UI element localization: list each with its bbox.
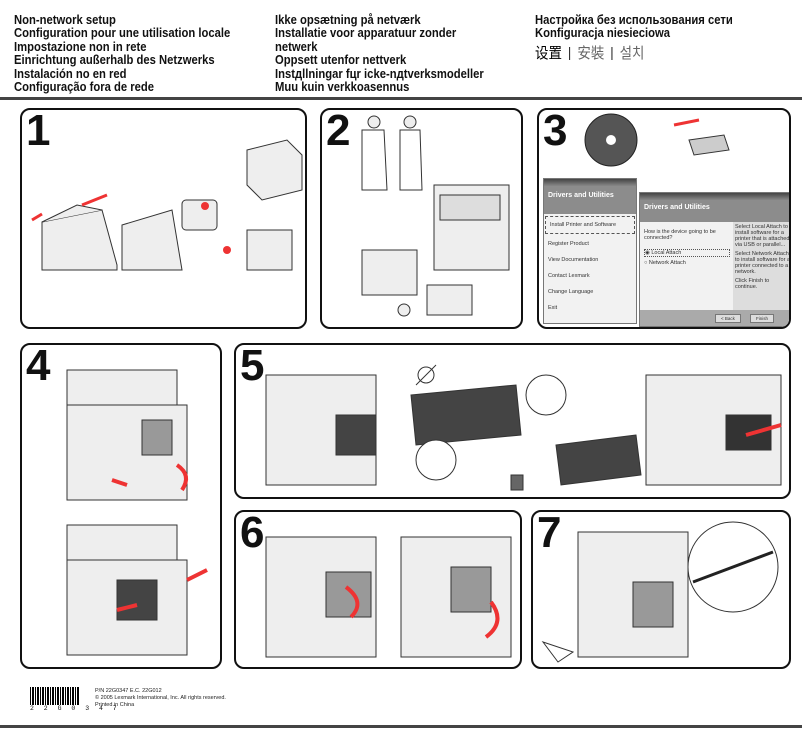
barcode-number: 2 2 G 0 3 4 7 <box>30 705 120 712</box>
menu-exit[interactable]: Exit <box>548 305 558 311</box>
step-number: 6 <box>240 510 265 557</box>
bottom-divider <box>0 725 802 728</box>
title-de: Einrichtung außerhalb des Netzwerks <box>14 53 215 68</box>
dialog-title: Drivers and Utilities <box>640 200 789 222</box>
help-pane: Select Local Attach to install software … <box>733 222 791 311</box>
footer-info: P/N 22G0347 E.C. 22G012 © 2005 Lexmark I… <box>95 688 226 709</box>
radio-network-attach[interactable]: ○ Network Attach <box>644 260 686 266</box>
option-label: Network Attach <box>648 260 686 266</box>
title-da: Ikke opsætning på netværk <box>275 13 421 27</box>
menu-register-product[interactable]: Register Product <box>548 241 589 247</box>
title-en: Non-network setup <box>14 13 116 27</box>
step-1-panel: 1 <box>20 108 307 329</box>
software-cd-illustration <box>584 113 730 167</box>
title-nl: Installatie voor apparatuur zonder <box>275 26 457 41</box>
title-sv: Instдllningar fцr icke-nдtverksmodeller <box>275 66 484 81</box>
step-7-panel: 7 <box>531 510 791 669</box>
remove-packing-strip-illustration <box>541 521 779 663</box>
top-divider <box>0 97 802 100</box>
finish-button[interactable]: Finish <box>750 314 775 323</box>
part-number: P/N 22G0347 E.C. 22G012 <box>95 688 162 694</box>
step-number: 1 <box>26 108 51 155</box>
title-pl: Konfiguracja niesieciowa <box>535 26 671 41</box>
title-es: Instalación no en red <box>14 66 127 81</box>
header-col-2: Ikke opsætning på netværk Installatie vo… <box>275 13 484 95</box>
lifting-and-contents-illustration <box>361 115 510 317</box>
help-text-local: Select Local Attach to install software … <box>735 224 790 248</box>
step-6-panel: 6 <box>234 510 522 669</box>
step-2-panel: 2 <box>320 108 523 329</box>
title-bar <box>640 193 789 200</box>
title-ru: Настройка без использования сети <box>535 13 733 27</box>
menu-contact-lexmark[interactable]: Contact Lexmark <box>548 273 590 279</box>
title-it: Impostazione non in rete <box>14 39 147 54</box>
button-bar: < Back Finish <box>640 310 789 326</box>
header-col-3: Настройка без использования сети Konfigu… <box>535 13 733 62</box>
help-text-network: Select Network Attach to install softwar… <box>735 251 791 275</box>
step-3-panel: 3 Drivers and Utilities Install Printer … <box>537 108 791 329</box>
step-4-panel: 4 <box>20 343 222 669</box>
title-no: Oppsett utenfor nettverk <box>275 53 407 68</box>
connection-question: How is the device going to be connected? <box>644 229 716 241</box>
title-fr: Configuration pour une utilisation local… <box>14 26 231 41</box>
radio-local-attach[interactable]: ◉ Local Attach <box>644 249 730 257</box>
cjk-titles: 设置 安裝 설치 <box>535 44 733 62</box>
menu-install-printer[interactable]: Install Printer and Software <box>545 216 635 234</box>
step-5-panel: 5 <box>234 343 791 499</box>
step-number: 7 <box>537 510 562 557</box>
help-text-finish: Click Finish to continue. <box>735 278 770 290</box>
step-number: 2 <box>326 108 351 155</box>
dialog-body: How is the device going to be connected?… <box>644 229 730 266</box>
header-col-1: Non-network setup Configuration pour une… <box>14 13 231 95</box>
print-cartridge-illustration <box>265 364 782 491</box>
step-number: 3 <box>543 108 568 155</box>
title-zh-tw: 安裝 <box>569 46 604 61</box>
printed-in: Printed in China <box>95 702 135 708</box>
title-pt: Configuração fora de rede <box>14 80 155 95</box>
title-bar <box>544 179 636 186</box>
open-front-door-illustration <box>66 369 208 656</box>
title-zh-cn: 设置 <box>535 44 563 62</box>
step-number: 5 <box>240 343 265 390</box>
barcode <box>30 687 79 705</box>
back-button[interactable]: < Back <box>715 314 741 323</box>
window-title: Drivers and Utilities <box>544 186 636 214</box>
option-label: Local Attach <box>651 250 682 256</box>
title-nl-2: netwerk <box>275 39 318 54</box>
menu-change-language[interactable]: Change Language <box>548 289 594 295</box>
connection-dialog: Drivers and Utilities How is the device … <box>639 192 791 327</box>
title-ko: 설치 <box>611 46 644 61</box>
title-fi: Muu kuin verkkoasennus <box>275 80 410 95</box>
installer-main-window: Drivers and Utilities Install Printer an… <box>543 178 637 324</box>
step-number: 4 <box>26 343 51 390</box>
menu-view-documentation[interactable]: View Documentation <box>548 257 599 263</box>
close-front-door-illustration <box>265 536 512 658</box>
unboxing-illustration <box>31 139 303 271</box>
copyright: © 2005 Lexmark International, Inc. All r… <box>95 695 226 701</box>
